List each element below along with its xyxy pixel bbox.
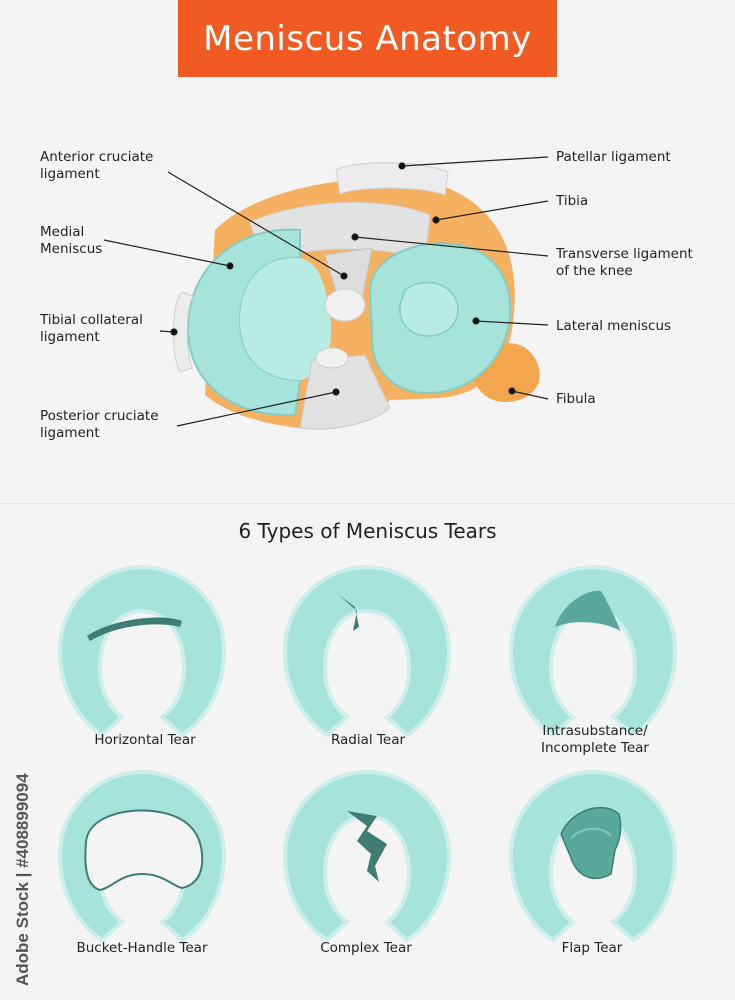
label-medial-meniscus: Medial Meniscus <box>40 224 102 258</box>
leader-lines <box>103 156 549 427</box>
label-transverse-line2: of the knee <box>556 263 633 279</box>
label-pcl-line2: ligament <box>40 425 100 441</box>
caption-radial-tear: Radial Tear <box>330 732 406 748</box>
label-tibia: Tibia <box>556 193 589 209</box>
label-pcl-line1: Posterior cruciate <box>40 408 159 424</box>
caption-intrasubstance-line2: Incomplete Tear <box>541 740 649 756</box>
lateral-plateau-shape <box>399 281 459 337</box>
patellar-ligament-shape <box>335 162 449 196</box>
caption-flap-tear: Flap Tear <box>561 940 623 956</box>
knee-anatomy-illustration <box>103 156 549 430</box>
pcl-shape <box>299 354 391 430</box>
label-transverse-line1: Transverse ligament <box>556 246 693 262</box>
caption-horizontal-tear: Horizontal Tear <box>94 732 196 748</box>
medial-plateau-shape <box>240 257 332 380</box>
label-medial-line1: Medial <box>40 224 85 240</box>
intrasubstance-tear-shape <box>509 565 677 737</box>
label-acl-line2: ligament <box>40 166 100 182</box>
label-pcl: Posterior cruciate ligament <box>40 408 159 442</box>
section-divider <box>0 503 735 504</box>
pcl-stump <box>315 347 349 369</box>
stock-id-watermark: Adobe Stock | #408899094 <box>13 773 32 986</box>
label-patellar: Patellar ligament <box>556 149 671 165</box>
complex-tear-shape <box>283 770 451 942</box>
label-transverse: Transverse ligament of the knee <box>556 246 693 280</box>
horizontal-tear-shape <box>58 565 226 737</box>
flap-tear-shape <box>509 770 677 942</box>
bucket-handle-tear-shape <box>58 770 226 942</box>
caption-bucket-handle-tear: Bucket-Handle Tear <box>76 940 208 956</box>
caption-intrasubstance-line1: Intrasubstance/ <box>542 723 648 739</box>
label-acl: Anterior cruciate ligament <box>40 149 153 183</box>
label-tibial-collateral: Tibial collateral ligament <box>40 312 143 346</box>
acl-stump <box>324 288 366 322</box>
tibial-collateral-shape <box>173 291 194 373</box>
page-title: Meniscus Anatomy <box>203 18 532 59</box>
label-acl-line1: Anterior cruciate <box>40 149 154 165</box>
tears-section-title: 6 Types of Meniscus Tears <box>238 519 497 543</box>
title-banner: Meniscus Anatomy <box>178 0 557 77</box>
label-medial-line2: Meniscus <box>40 241 103 257</box>
radial-tear-shape <box>283 565 451 737</box>
caption-intrasubstance-tear: Intrasubstance/ Incomplete Tear <box>485 723 705 757</box>
caption-complex-tear: Complex Tear <box>320 940 412 956</box>
stock-id-text: Adobe Stock | #408899094 <box>13 773 32 986</box>
label-lateral-meniscus: Lateral meniscus <box>556 318 672 334</box>
label-fibula: Fibula <box>556 391 596 407</box>
label-tcl-line2: ligament <box>40 329 100 345</box>
label-tcl-line1: Tibial collateral <box>40 312 143 328</box>
